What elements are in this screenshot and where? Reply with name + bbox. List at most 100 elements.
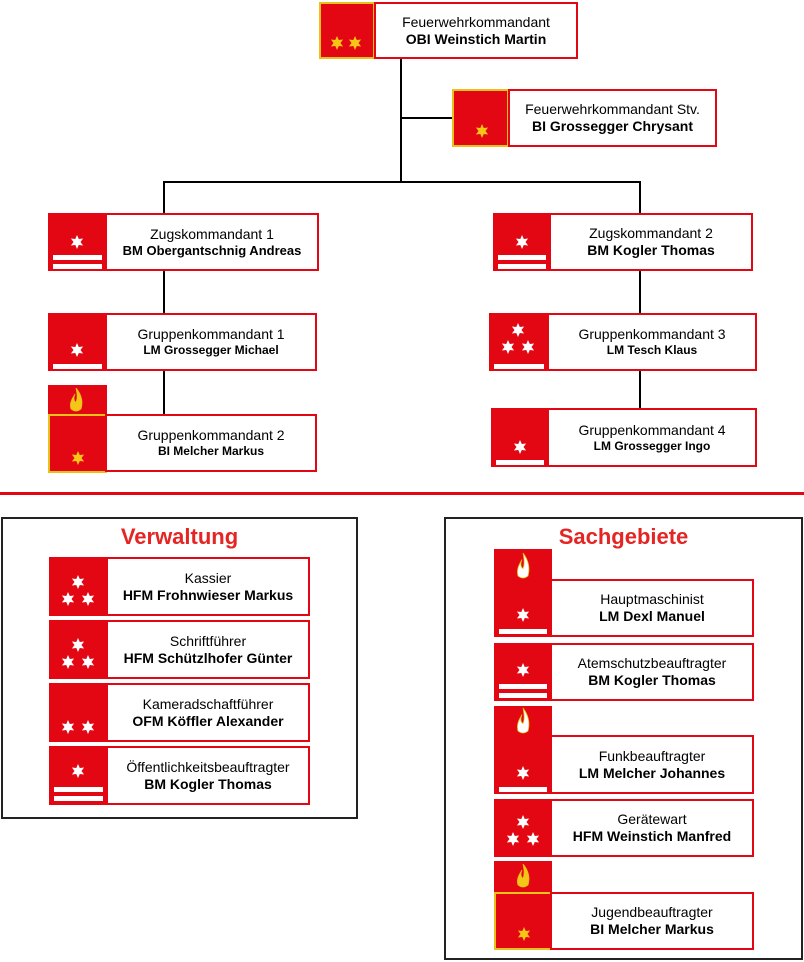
rank-badge — [48, 414, 107, 473]
person-name: BM Obergantschnig Andreas — [122, 242, 302, 258]
role-label: Zugskommandant 2 — [589, 225, 713, 242]
rank-insignia-icon — [54, 764, 103, 801]
rank-badge — [491, 408, 549, 467]
role-label: Hauptmaschinist — [600, 591, 704, 608]
person-card: Funkbeauftragter LM Melcher Johannes — [550, 735, 754, 794]
person-name: HFM Weinstich Manfred — [572, 828, 732, 844]
person-card: Feuerwehrkommandant OBI Weinstich Martin — [374, 2, 578, 59]
rank-bar-icon — [499, 787, 547, 792]
role-label: Öffentlichkeitsbeauftragter — [126, 758, 290, 775]
person-card: Feuerwehrkommandant Stv. BI Grossegger C… — [508, 89, 717, 147]
rank-badge — [494, 706, 552, 794]
rank-badge — [494, 643, 552, 701]
rank-insignia-icon — [53, 235, 102, 269]
person-name: BM Kogler Thomas — [144, 775, 272, 792]
role-label: Feuerwehrkommandant Stv. — [525, 101, 700, 118]
star-icon — [81, 655, 95, 669]
star-icon — [501, 340, 515, 354]
role-label: Zugskommandant 1 — [150, 225, 274, 242]
person-name: BM Kogler Thomas — [588, 672, 716, 688]
rank-badge — [493, 213, 551, 271]
star-icon — [71, 575, 85, 589]
star-icon — [516, 663, 530, 677]
star-icon — [71, 764, 85, 778]
person-name: BI Melcher Markus — [590, 921, 714, 937]
person-card: Gerätewart HFM Weinstich Manfred — [550, 799, 754, 857]
rank-badge — [319, 2, 375, 59]
rank-bar-icon — [53, 264, 102, 269]
verwaltung-heading: Verwaltung — [120, 524, 239, 549]
star-icon — [330, 36, 344, 50]
rank-bar-icon — [498, 264, 546, 269]
sachgebiete-heading: Sachgebiete — [558, 524, 689, 549]
rank-badge — [494, 549, 552, 637]
rank-bar-icon — [494, 364, 544, 369]
person-name: LM Grossegger Ingo — [593, 438, 711, 453]
role-label: Kassier — [184, 569, 232, 586]
person-name: HFM Schützlhofer Günter — [123, 649, 293, 666]
rank-badge — [48, 313, 107, 371]
section-divider — [0, 492, 804, 495]
role-label: Gruppenkommandant 4 — [578, 421, 726, 438]
rank-insignia-icon — [517, 927, 531, 941]
rank-badge — [48, 213, 107, 271]
rank-badge — [49, 557, 108, 616]
person-card: Jugendbeauftragter BI Melcher Markus — [550, 892, 754, 950]
star-icon — [70, 343, 84, 357]
rank-insignia-icon — [499, 663, 547, 698]
role-label: Funkbeauftragter — [598, 747, 706, 764]
star-icon — [475, 124, 489, 138]
rank-bar-icon — [499, 693, 547, 698]
flame-icon — [517, 863, 530, 888]
person-card: Gruppenkommandant 1 LM Grossegger Michae… — [105, 313, 317, 371]
role-label: Jugendbeauftragter — [591, 904, 713, 921]
person-card: Gruppenkommandant 2 BI Melcher Markus — [105, 414, 317, 472]
star-icon — [521, 340, 535, 354]
star-icon — [506, 832, 520, 846]
role-label: Kameradschaftführer — [142, 695, 274, 712]
rank-bar-icon — [54, 796, 103, 801]
rank-insignia-icon — [53, 343, 102, 369]
rank-insignia-icon — [70, 387, 83, 412]
star-icon — [515, 235, 529, 249]
rank-badge — [494, 892, 552, 950]
rank-insignia-icon — [330, 36, 362, 50]
star-icon — [516, 608, 530, 622]
person-card: Zugskommandant 1 BM Obergantschnig Andre… — [105, 213, 319, 271]
star-icon — [517, 927, 531, 941]
star-icon — [61, 592, 75, 606]
star-icon — [71, 638, 85, 652]
rank-insignia-icon — [475, 124, 489, 138]
person-name: LM Tesch Klaus — [606, 343, 698, 358]
rank-insignia-icon — [61, 720, 95, 734]
role-label: Gruppenkommandant 1 — [137, 326, 285, 343]
star-icon — [81, 720, 95, 734]
person-name: BM Kogler Thomas — [587, 242, 715, 258]
rank-bar-icon — [496, 460, 544, 465]
star-icon — [71, 451, 85, 465]
rank-insignia-icon — [71, 451, 85, 465]
rank-bar-icon — [499, 684, 547, 689]
star-icon — [516, 766, 530, 780]
person-card: Öffentlichkeitsbeauftragter BM Kogler Th… — [106, 746, 310, 805]
rank-bar-icon — [53, 255, 102, 260]
rank-badge — [49, 620, 108, 679]
rank-insignia-icon — [61, 638, 95, 669]
person-card: Kameradschaftführer OFM Köffler Alexande… — [106, 683, 310, 742]
star-icon — [61, 720, 75, 734]
person-card: Hauptmaschinist LM Dexl Manuel — [550, 579, 754, 637]
star-icon — [70, 235, 84, 249]
star-icon — [81, 592, 95, 606]
rank-bar-icon — [53, 364, 102, 369]
person-name: BI Melcher Markus — [157, 444, 265, 459]
star-icon — [511, 323, 525, 337]
star-icon — [61, 655, 75, 669]
person-name: HFM Frohnwieser Markus — [122, 586, 294, 603]
person-card: Gruppenkommandant 3 LM Tesch Klaus — [547, 313, 757, 371]
person-card: Schriftführer HFM Schützlhofer Günter — [106, 620, 310, 679]
role-label: Atemschutzbeauftragter — [577, 655, 727, 672]
rank-insignia-icon — [499, 552, 547, 634]
rank-badge — [452, 89, 509, 147]
rank-badge — [49, 746, 108, 805]
